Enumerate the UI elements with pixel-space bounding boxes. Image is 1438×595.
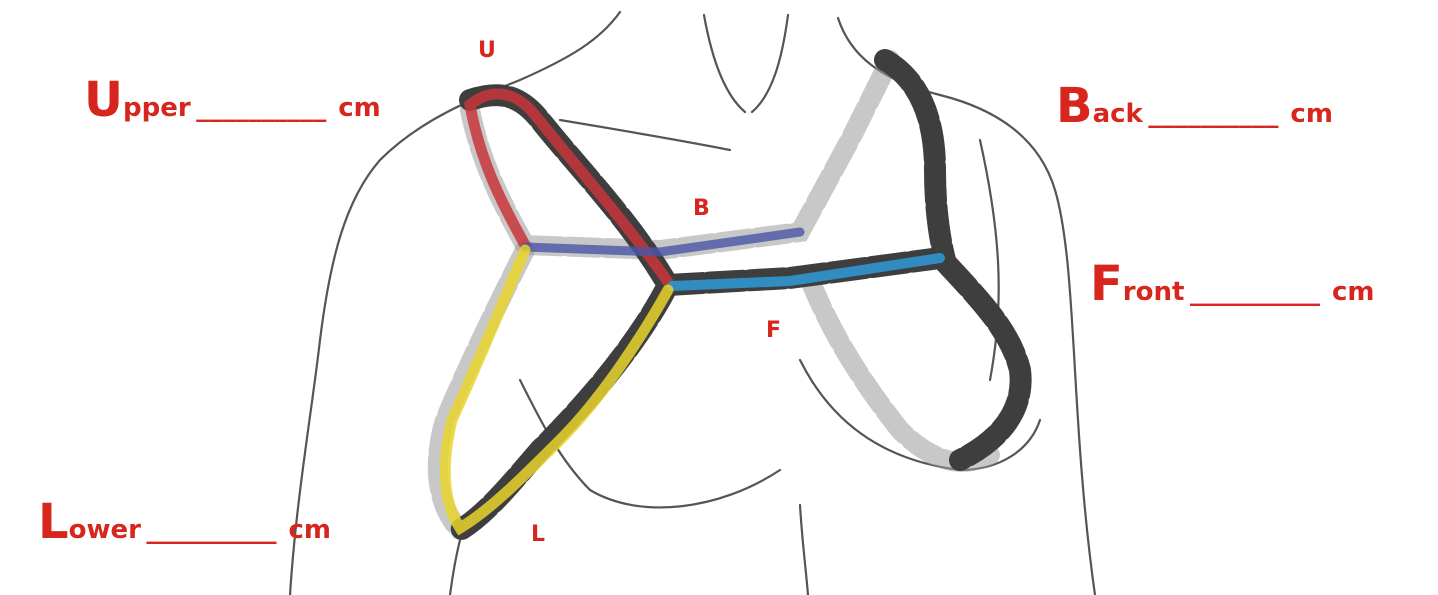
front-measurement-label: Front __________cm — [1090, 260, 1375, 308]
back-label-rest: ack — [1093, 99, 1143, 129]
front-blank-line: __________ — [1190, 277, 1320, 307]
front-unit: cm — [1332, 277, 1375, 307]
marker-u: U — [478, 40, 496, 62]
lower-initial: L — [38, 494, 69, 550]
lower-unit: cm — [289, 515, 332, 545]
front-label-rest: ront — [1123, 277, 1185, 307]
front-initial: F — [1090, 256, 1123, 312]
back-measurement-label: Back __________cm — [1056, 82, 1333, 130]
back-blank-line: __________ — [1148, 99, 1278, 129]
back-initial: B — [1056, 78, 1093, 134]
lower-measurement-label: Lower __________cm — [38, 498, 331, 546]
lower-segment — [445, 250, 668, 528]
upper-measurement-label: Upper __________cm — [84, 76, 381, 124]
back-unit: cm — [1290, 99, 1333, 129]
upper-initial: U — [84, 72, 123, 128]
marker-l: L — [531, 524, 545, 546]
upper-label-rest: pper — [123, 93, 191, 123]
lower-label-rest: ower — [69, 515, 141, 545]
upper-unit: cm — [338, 93, 381, 123]
lower-blank-line: __________ — [147, 515, 277, 545]
upper-blank-line: __________ — [196, 93, 326, 123]
marker-b: B — [693, 198, 710, 220]
marker-f: F — [766, 320, 781, 342]
